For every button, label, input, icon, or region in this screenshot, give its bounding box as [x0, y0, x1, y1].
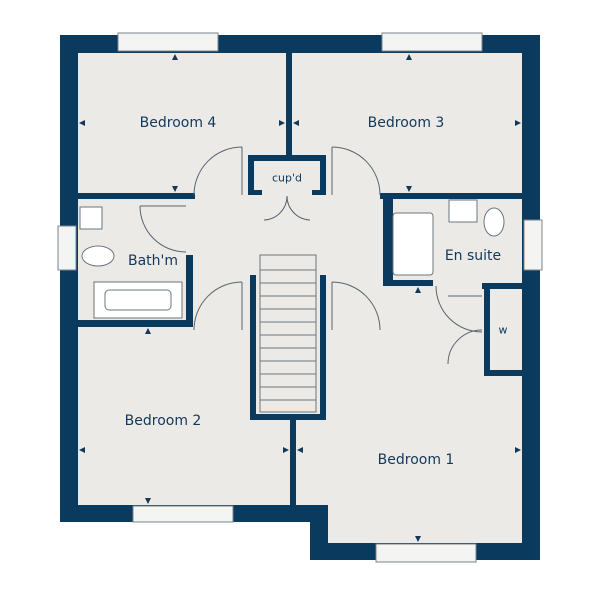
- window-bedroom4: [117, 32, 219, 52]
- doors: [139, 146, 483, 365]
- fixtures: [79, 199, 505, 319]
- window-en-suite: [523, 219, 543, 271]
- room-label-cupboard: cup'd: [271, 171, 303, 185]
- room-label-bathroom: Bath'm: [127, 253, 179, 269]
- toilet-en-suite: [483, 207, 505, 237]
- window-bedroom2: [132, 505, 234, 523]
- toilet-bath: [81, 245, 115, 267]
- windows: [57, 32, 543, 563]
- room-label-bedroom3: Bedroom 3: [367, 115, 445, 131]
- room-label-en-suite: En suite: [444, 248, 502, 264]
- sink-en-suite: [448, 199, 478, 223]
- room-label-wardrobe: w: [498, 323, 508, 337]
- room-label-bedroom1: Bedroom 1: [377, 452, 455, 468]
- window-bedroom1: [375, 543, 477, 563]
- staircase: [259, 254, 317, 413]
- room-label-bedroom4: Bedroom 4: [139, 115, 217, 131]
- interior-walls: [78, 53, 522, 505]
- floor: [78, 53, 522, 543]
- window-bathroom: [57, 225, 77, 271]
- shower-tray: [392, 212, 434, 276]
- room-label-bedroom2: Bedroom 2: [124, 413, 202, 429]
- dimension-markers: [79, 54, 521, 542]
- cistern-bath: [79, 206, 103, 230]
- window-bedroom3: [381, 32, 483, 52]
